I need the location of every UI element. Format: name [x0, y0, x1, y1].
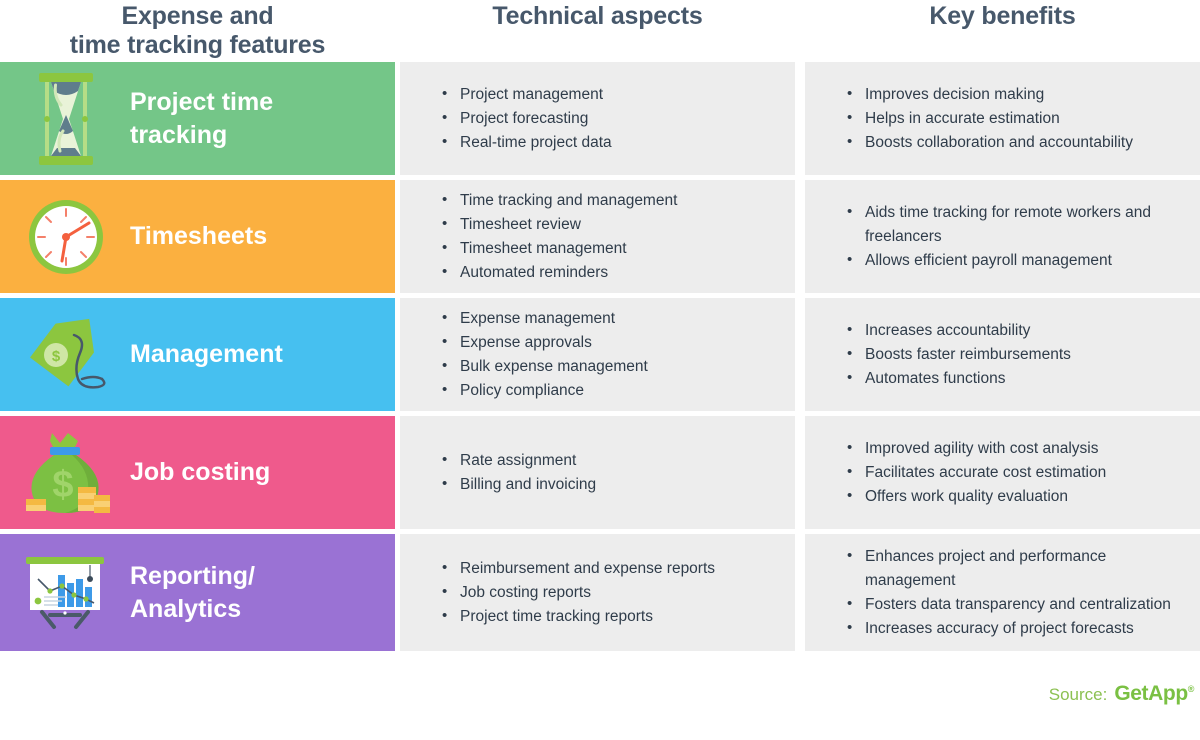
- list-item: Real-time project data: [442, 130, 783, 155]
- row-gap: [795, 416, 805, 529]
- feature-cell-management: $ Management: [0, 298, 395, 411]
- technical-aspects-list: Project management Project forecasting R…: [430, 82, 783, 155]
- table-body: Project time tracking Project management…: [0, 62, 1200, 656]
- feature-label-job-costing: Job costing: [122, 456, 280, 489]
- list-item: Automates functions: [847, 366, 1188, 391]
- feature-label-timesheets: Timesheets: [122, 220, 277, 253]
- list-item: Timesheet review: [442, 212, 783, 237]
- header-key-benefits: Key benefits: [929, 2, 1076, 30]
- key-benefits-list: Improved agility with cost analysis Faci…: [835, 436, 1188, 509]
- list-item: Project management: [442, 82, 783, 107]
- row-gap: [795, 534, 805, 651]
- feature-label-line1: Project time: [130, 87, 274, 116]
- hourglass-icon: [10, 71, 122, 167]
- key-benefits-cell: Enhances project and performance managem…: [805, 534, 1200, 651]
- clock-icon: [10, 195, 122, 279]
- svg-text:$: $: [52, 464, 73, 506]
- table-row: Reporting/ Analytics Reimbursement and e…: [0, 534, 1200, 651]
- feature-label-line1: Reporting/: [130, 561, 255, 590]
- feature-cell-job-costing: $: [0, 416, 395, 529]
- feature-cell-reporting-analytics: Reporting/ Analytics: [0, 534, 395, 651]
- row-gap: [795, 298, 805, 411]
- feature-label-line1: Timesheets: [130, 222, 268, 250]
- feature-label-reporting-analytics: Reporting/ Analytics: [122, 560, 265, 626]
- list-item: Allows efficient payroll management: [847, 248, 1188, 273]
- key-benefits-cell: Improved agility with cost analysis Faci…: [805, 416, 1200, 529]
- list-item: Boosts collaboration and accountability: [847, 130, 1188, 155]
- list-item: Automated reminders: [442, 260, 783, 285]
- list-item: Expense management: [442, 306, 783, 331]
- getapp-wordmark: GetApp: [1114, 682, 1188, 705]
- list-item: Billing and invoicing: [442, 472, 783, 497]
- key-benefits-list: Aids time tracking for remote workers an…: [835, 200, 1188, 273]
- list-item: Enhances project and performance managem…: [847, 544, 1188, 593]
- source-attribution: Source: GetApp®: [1048, 682, 1195, 706]
- technical-aspects-cell: Project management Project forecasting R…: [400, 62, 795, 175]
- table-row: Project time tracking Project management…: [0, 62, 1200, 175]
- key-benefits-cell: Improves decision making Helps in accura…: [805, 62, 1200, 175]
- feature-cell-project-time-tracking: Project time tracking: [0, 62, 395, 175]
- list-item: Project forecasting: [442, 106, 783, 131]
- row-gap: [795, 62, 805, 175]
- registered-trademark-icon: ®: [1187, 684, 1195, 694]
- table-header-row: Expense and time tracking features Techn…: [0, 0, 1200, 62]
- list-item: Improved agility with cost analysis: [847, 436, 1188, 461]
- price-tag-dollar-icon: $: [10, 309, 122, 401]
- list-item: Job costing reports: [442, 580, 783, 605]
- list-item: Bulk expense management: [442, 354, 783, 379]
- row-gap: [795, 180, 805, 293]
- list-item: Increases accuracy of project forecasts: [847, 616, 1188, 641]
- list-item: Aids time tracking for remote workers an…: [847, 200, 1188, 249]
- list-item: Facilitates accurate cost estimation: [847, 460, 1188, 485]
- key-benefits-cell: Aids time tracking for remote workers an…: [805, 180, 1200, 293]
- source-label: Source:: [1048, 685, 1108, 704]
- feature-label-line1: Job costing: [130, 458, 271, 486]
- list-item: Offers work quality evaluation: [847, 484, 1188, 509]
- money-bag-icon: $: [10, 425, 122, 521]
- svg-text:$: $: [52, 348, 61, 365]
- technical-aspects-cell: Reimbursement and expense reports Job co…: [400, 534, 795, 651]
- feature-label-management: Management: [122, 338, 293, 371]
- feature-label-line2: tracking: [130, 120, 228, 149]
- table-row: $ Management Expense management Expense …: [0, 298, 1200, 411]
- list-item: Project time tracking reports: [442, 604, 783, 629]
- list-item: Helps in accurate estimation: [847, 106, 1188, 131]
- key-benefits-cell: Increases accountability Boosts faster r…: [805, 298, 1200, 411]
- list-item: Policy compliance: [442, 378, 783, 403]
- table-row: Timesheets Time tracking and management …: [0, 180, 1200, 293]
- key-benefits-list: Improves decision making Helps in accura…: [835, 82, 1188, 155]
- table-row: $: [0, 416, 1200, 529]
- header-expense-time-tracking-features: Expense and time tracking features: [0, 0, 395, 59]
- list-item: Reimbursement and expense reports: [442, 556, 783, 581]
- header-col1-line1: Expense and: [121, 2, 274, 30]
- feature-label-line1: Management: [130, 340, 283, 368]
- technical-aspects-list: Reimbursement and expense reports Job co…: [430, 556, 783, 629]
- technical-aspects-list: Time tracking and management Timesheet r…: [430, 188, 783, 285]
- header-spacer-2: [795, 0, 805, 2]
- header-col1-line2: time tracking features: [69, 30, 326, 59]
- technical-aspects-list: Rate assignment Billing and invoicing: [430, 448, 783, 497]
- feature-label-project-time-tracking: Project time tracking: [122, 86, 283, 152]
- technical-aspects-cell: Expense management Expense approvals Bul…: [400, 298, 795, 411]
- list-item: Expense approvals: [442, 330, 783, 355]
- key-benefits-list: Increases accountability Boosts faster r…: [835, 318, 1188, 391]
- list-item: Boosts faster reimbursements: [847, 342, 1188, 367]
- list-item: Time tracking and management: [442, 188, 783, 213]
- list-item: Fosters data transparency and centraliza…: [847, 592, 1188, 617]
- list-item: Improves decision making: [847, 82, 1188, 107]
- key-benefits-list: Enhances project and performance managem…: [835, 544, 1188, 641]
- feature-label-line2: Analytics: [130, 594, 242, 623]
- list-item: Timesheet management: [442, 236, 783, 261]
- presentation-chart-icon: [10, 553, 122, 633]
- technical-aspects-cell: Time tracking and management Timesheet r…: [400, 180, 795, 293]
- getapp-logo: GetApp®: [1114, 682, 1194, 706]
- technical-aspects-list: Expense management Expense approvals Bul…: [430, 306, 783, 403]
- feature-cell-timesheets: Timesheets: [0, 180, 395, 293]
- header-technical-aspects: Technical aspects: [492, 2, 703, 30]
- list-item: Rate assignment: [442, 448, 783, 473]
- technical-aspects-cell: Rate assignment Billing and invoicing: [400, 416, 795, 529]
- list-item: Increases accountability: [847, 318, 1188, 343]
